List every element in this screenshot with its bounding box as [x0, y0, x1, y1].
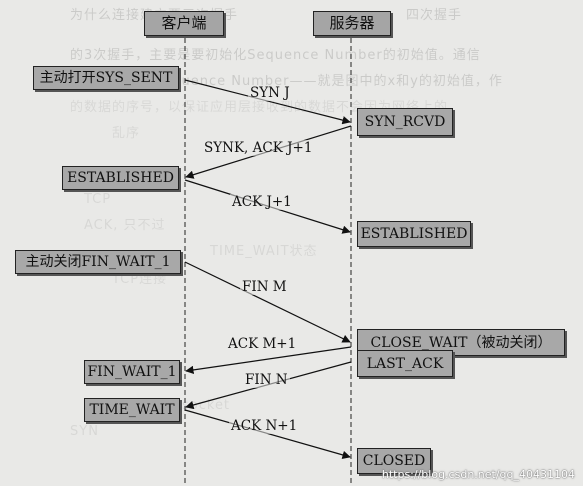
bg-text-line: 的数据的序号，以保证应用层接收到的数据不会因为网络上的: [0, 100, 449, 115]
server-state-closed: CLOSED: [357, 448, 431, 474]
message-ack-j1: ACK J+1: [230, 194, 294, 210]
fin-m-arrow: [184, 261, 351, 343]
server-state-close-wait: CLOSE_WAIT（被动关闭）: [357, 329, 565, 356]
message-ack-m1: ACK M+1: [226, 336, 299, 352]
bg-text-line: TCP连接: [0, 272, 364, 287]
bg-text-line: TIME_WAIT状态: [210, 244, 318, 259]
bg-text-line: 的3次握手，主要是要初始化Sequence Number的初始值。通信: [0, 48, 481, 63]
client-state-syn-sent: 主动打开SYS_SENT: [33, 66, 179, 90]
client-state-time-wait: TIME_WAIT: [84, 398, 180, 422]
client-state-fin-wait-1-active: 主动关闭FIN_WAIT_1: [15, 250, 181, 274]
message-synk-ack: SYNK, ACK J+1: [202, 140, 315, 156]
message-syn: SYN J: [248, 85, 292, 101]
client-state-fin-wait-1: FIN_WAIT_1: [84, 360, 180, 384]
server-state-established: ESTABLISHED: [357, 221, 471, 247]
server-state-last-ack: LAST_ACK: [357, 350, 453, 377]
bg-text-line: TCP: [0, 192, 411, 207]
watermark: https://blog.csdn.net/qq_40431104: [381, 468, 575, 481]
bg-text-line: SYN: [0, 424, 379, 439]
message-fin-m: FIN M: [240, 279, 289, 295]
bg-text-line: ACK, 只不过: [0, 218, 432, 233]
server-state-syn-rcvd: SYN_RCVD: [357, 108, 453, 136]
client-state-established: ESTABLISHED: [62, 166, 179, 190]
bg-text-line: 乱序: [0, 126, 393, 141]
ack-m1-arrow: [185, 346, 352, 375]
message-ack-n1: ACK N+1: [229, 418, 300, 434]
client-header: 客户端: [144, 11, 224, 36]
syn-arrow: [184, 79, 351, 125]
message-fin-n: FIN N: [243, 372, 290, 388]
server-header: 服务器: [313, 11, 391, 36]
